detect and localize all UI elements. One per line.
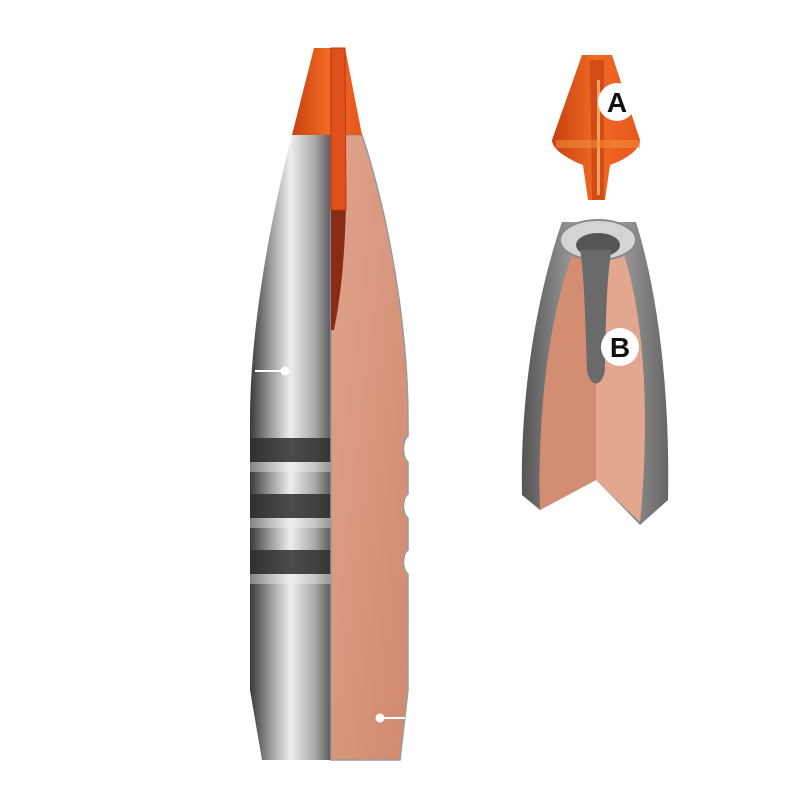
label-b: B bbox=[610, 332, 630, 363]
tip-detail: A bbox=[552, 55, 640, 200]
label-b-badge: B bbox=[601, 328, 639, 366]
cannelure-grooves bbox=[250, 438, 331, 584]
polymer-tip-stem bbox=[330, 47, 347, 211]
polymer-tip bbox=[292, 48, 362, 135]
expanded-copper-right bbox=[596, 255, 645, 522]
label-a: A bbox=[607, 87, 627, 118]
expanded-copper-left bbox=[539, 255, 596, 510]
bullet-copper-core-half bbox=[330, 134, 409, 761]
jacket-pointer bbox=[255, 366, 290, 376]
expanded-bullet-detail: B bbox=[521, 219, 669, 525]
main-bullet-cutaway bbox=[250, 47, 409, 761]
core-pointer bbox=[375, 713, 405, 723]
label-a-badge: A bbox=[598, 83, 636, 121]
